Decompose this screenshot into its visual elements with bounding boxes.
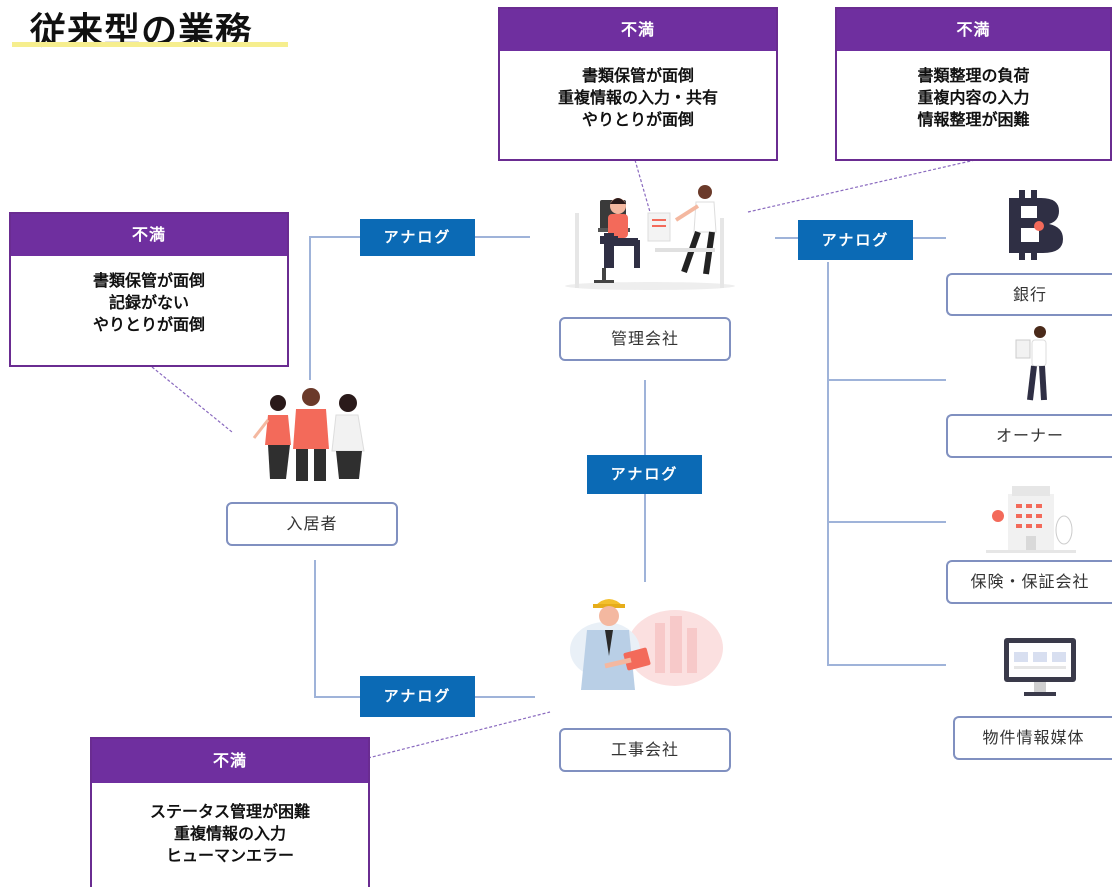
dashed-kanri (634, 159, 651, 213)
complaint-line: 書類整理の負荷 (917, 66, 1030, 85)
insurance-building-illustration (986, 486, 1076, 553)
node-nyukyo: 入居者 (226, 502, 398, 546)
complaint-line: 重複情報の入力 (173, 824, 286, 843)
analog-tag-right-top: アナログ (798, 220, 913, 260)
line-nyukyo-kanri (309, 236, 360, 380)
owner-person-illustration (1015, 326, 1047, 401)
bank-bitcoin-icon (1009, 190, 1063, 260)
node-hoken: 保険・保証会社 (946, 560, 1112, 604)
line-right-trunk (827, 262, 946, 666)
office-meeting-illustration (565, 185, 735, 290)
complaint-header: 不満 (500, 9, 776, 51)
line-nyukyo-koji (314, 560, 360, 698)
construction-worker-illustration (570, 599, 723, 690)
complaint-line: ステータス管理が困難 (149, 802, 310, 821)
complaint-box-nyukyo: 不満 書類保管が面倒 記録がない やりとりが面倒 (9, 212, 289, 367)
residents-group-illustration (252, 388, 365, 481)
title-underline (12, 42, 288, 47)
complaint-header: 不満 (837, 9, 1110, 51)
complaint-line: 記録がない (108, 293, 189, 312)
complaint-header: 不満 (92, 739, 368, 783)
complaint-line: やりとりが面倒 (581, 110, 694, 129)
complaint-line: やりとりが面倒 (92, 315, 205, 334)
dashed-right (747, 159, 976, 213)
analog-tag-left-bottom: アナログ (360, 676, 475, 717)
complaint-line: 重複内容の入力 (917, 88, 1030, 107)
dashed-nyukyo (151, 366, 233, 433)
analog-tag-left-top: アナログ (360, 219, 475, 256)
monitor-icon (1004, 638, 1076, 696)
node-owner: オーナー (946, 414, 1112, 458)
node-kanri: 管理会社 (559, 317, 731, 361)
complaint-box-right: 不満 書類整理の負荷 重複内容の入力 情報整理が困難 (835, 7, 1112, 161)
complaint-line: 重複情報の入力・共有 (557, 88, 718, 107)
analog-tag-center: アナログ (587, 455, 702, 494)
node-baitai: 物件情報媒体 (953, 716, 1112, 760)
node-ginko: 銀行 (946, 273, 1112, 316)
node-koji: 工事会社 (559, 728, 731, 772)
complaint-box-kanri: 不満 書類保管が面倒 重複情報の入力・共有 やりとりが面倒 (498, 7, 778, 161)
complaint-line: 書類保管が面倒 (92, 271, 205, 290)
complaint-line: 情報整理が困難 (917, 110, 1030, 129)
complaint-header: 不満 (11, 214, 287, 256)
complaint-box-koji: 不満 ステータス管理が困難 重複情報の入力 ヒューマンエラー (90, 737, 370, 887)
dashed-koji (367, 711, 551, 759)
complaint-line: 書類保管が面倒 (581, 66, 694, 85)
complaint-line: ヒューマンエラー (165, 846, 294, 865)
